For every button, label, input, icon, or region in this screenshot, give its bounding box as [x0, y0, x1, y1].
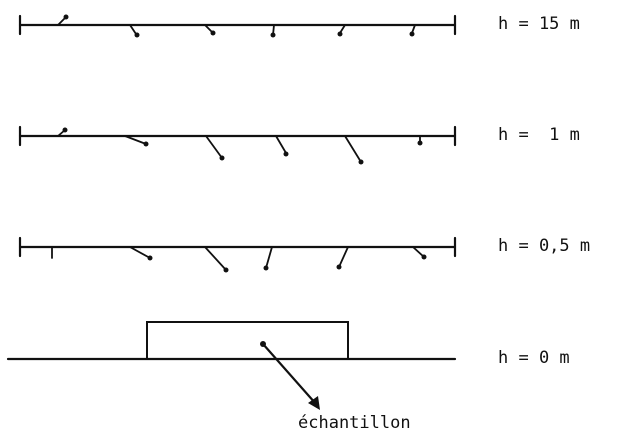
sensor-dot [409, 31, 415, 37]
sensor [275, 135, 287, 154]
sensor-dot [337, 31, 343, 37]
sample-arrow [261, 342, 320, 410]
sample-box [146, 321, 349, 360]
sensor-dot [143, 141, 149, 147]
sensor-dot [147, 255, 153, 261]
level-15m-label: h = 15 m [498, 14, 580, 34]
level-05m: h = 0,5 m [18, 236, 590, 273]
level-15m: h = 15 m [18, 14, 580, 38]
level-0m-label: h = 0 m [498, 348, 570, 368]
sensor [129, 24, 137, 35]
level-1m-label: h = 1 m [498, 125, 580, 145]
sensor [129, 246, 151, 259]
sensor [124, 135, 147, 145]
level-1m: h = 1 m [18, 125, 580, 165]
sensor-dot [336, 264, 342, 270]
sensor-dot [421, 254, 427, 260]
sensor-dot [263, 265, 269, 271]
sample-label: échantillon [298, 413, 411, 433]
level-05m-label: h = 0,5 m [498, 236, 590, 256]
sensor [205, 135, 223, 159]
sensor-dot [210, 30, 216, 36]
arrow-head [308, 396, 320, 410]
sensor [265, 246, 273, 269]
level-1m-sensors [57, 127, 423, 165]
sensor-dot [283, 151, 289, 157]
sensor-dot [358, 159, 364, 165]
level-0m: h = 0 m [6, 321, 570, 368]
arrow-shaft [261, 342, 318, 406]
sensor [204, 246, 227, 271]
sensor-dot [223, 267, 229, 273]
sensor-dot [270, 32, 276, 38]
sensor-dot [62, 127, 68, 133]
sensor-dot [63, 14, 69, 20]
sensor [338, 246, 349, 268]
sensor [344, 135, 362, 163]
sensor-dot [417, 140, 423, 146]
level-15m-sensors [57, 14, 416, 38]
level-05m-sensors [51, 246, 427, 273]
sensor-dot [219, 155, 225, 161]
sensor-dot [134, 32, 140, 38]
